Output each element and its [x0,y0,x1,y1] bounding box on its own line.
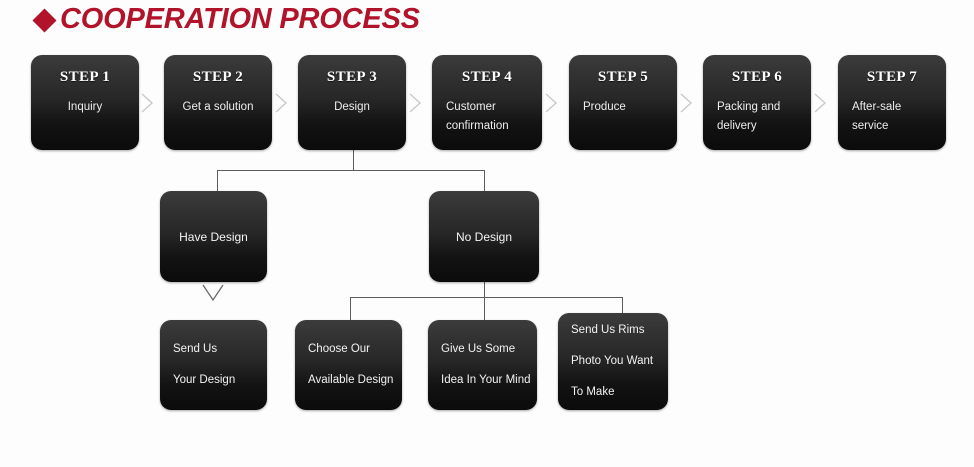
step-box-7[interactable]: STEP 7 After-sale service [838,55,946,150]
chevron-right-icon [141,93,154,113]
step-description: Produce [583,101,626,113]
connector-split2-right-drop [622,297,623,314]
leaf-line: To Make [571,386,615,398]
step-box-3[interactable]: STEP 3 Design [298,55,406,150]
chevron-right-icon [680,93,693,113]
page-title-text: COOPERATION PROCESS [60,3,420,35]
decision-label: Have Design [179,229,248,244]
step-box-5[interactable]: STEP 5 Produce [569,55,677,150]
chevron-right-icon [275,93,288,113]
page-title: COOPERATION PROCESS [32,2,420,36]
decision-box-no-design[interactable]: No Design [429,191,539,282]
connector-split2-bar [350,297,622,298]
decision-label: No Design [455,229,513,244]
chevron-right-icon [545,93,558,113]
step-description: Packing and delivery [717,101,781,132]
connector-split1-left-drop [217,170,218,192]
leaf-line: Send Us Rims [571,324,645,336]
step-title: STEP 2 [192,69,244,85]
leaf-line: Idea In Your Mind [441,374,531,386]
step-description: Get a solution [182,101,254,113]
step-title: STEP 4 [461,69,513,85]
leaf-line: Choose Our [308,343,371,355]
step-description: Customer confirmation [446,101,509,132]
connector-split1-right-drop [484,170,485,192]
step-box-4[interactable]: STEP 4 Customer confirmation [432,55,542,150]
chevron-right-icon [409,93,422,113]
step-title: STEP 7 [866,69,918,85]
leaf-box-choose-our-available-design[interactable]: Choose Our Available Design [295,320,402,410]
connector-split2-left-drop [350,297,351,321]
leaf-box-give-us-some-idea[interactable]: Give Us Some Idea In Your Mind [428,320,537,410]
diamond-icon [32,8,57,33]
leaf-box-send-us-rims-photo[interactable]: Send Us Rims Photo You Want To Make [558,313,668,410]
connector-split1-bar [217,170,485,171]
step-title: STEP 6 [731,69,783,85]
connector-step3-drop [353,150,354,171]
step-description: Design [334,101,370,113]
step-box-1[interactable]: STEP 1 Inquiry [31,55,139,150]
step-description: After-sale service [852,101,902,132]
step-box-6[interactable]: STEP 6 Packing and delivery [703,55,811,150]
connector-nodesign-drop [484,282,485,298]
leaf-box-send-us-your-design[interactable]: Send Us Your Design [160,320,267,410]
down-arrow-icon [202,284,224,302]
step-title: STEP 5 [597,69,649,85]
step-title: STEP 3 [326,69,378,85]
step-description: Inquiry [67,101,103,113]
step-title: STEP 1 [59,69,111,85]
step-box-2[interactable]: STEP 2 Get a solution [164,55,272,150]
leaf-line: Photo You Want [571,355,654,367]
leaf-line: Your Design [173,374,236,386]
leaf-line: Send Us [173,343,218,355]
decision-box-have-design[interactable]: Have Design [160,191,267,282]
leaf-line: Available Design [308,374,394,386]
connector-split2-mid-drop [484,297,485,321]
chevron-right-icon [814,93,827,113]
leaf-line: Give Us Some [441,343,516,355]
